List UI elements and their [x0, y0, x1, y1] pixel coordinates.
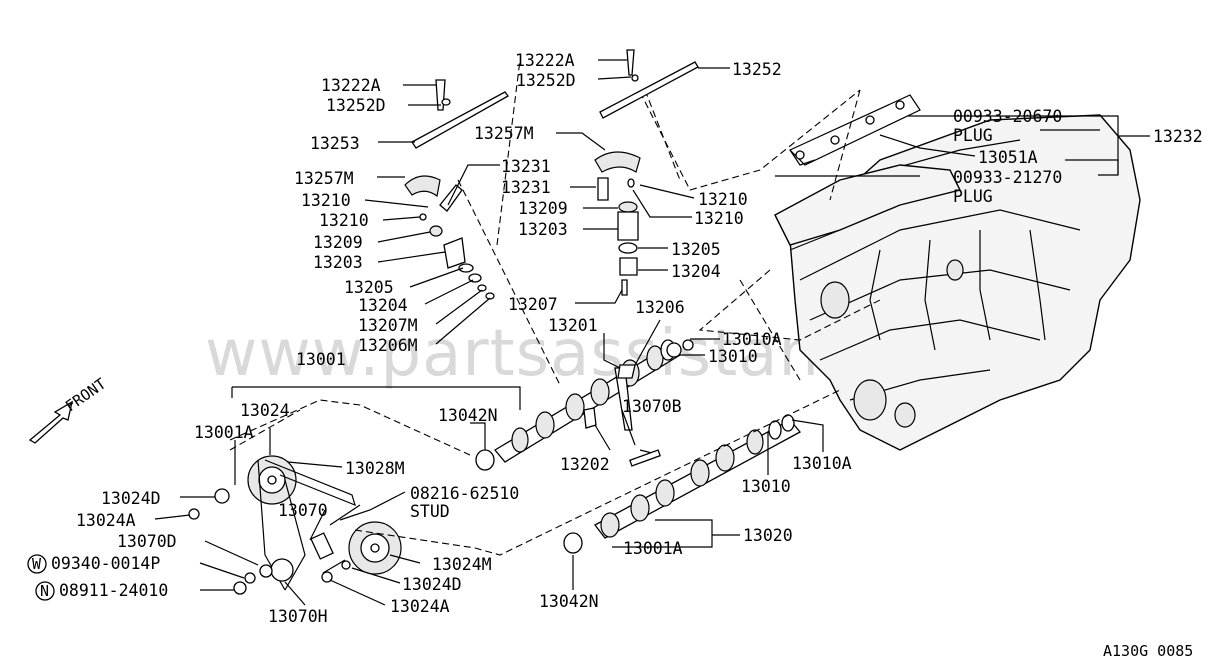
label-13210-left-a: 13210: [301, 191, 351, 210]
n-marker: N: [35, 581, 55, 601]
label-13070: 13070: [278, 501, 328, 520]
label-13028M: 13028M: [345, 459, 405, 478]
label-13024A-right: 13024A: [390, 597, 450, 616]
label-13257M-left: 13257M: [294, 169, 354, 188]
w-marker: W: [27, 554, 47, 574]
label-13231-top: 13231: [501, 157, 551, 176]
label-13024D-left: 13024D: [101, 489, 161, 508]
label-13042N-bottom: 13042N: [539, 592, 599, 611]
label-13001: 13001: [296, 350, 346, 369]
label-13010-bottom: 13010: [741, 477, 791, 496]
label-13209-left: 13209: [313, 233, 363, 252]
label-13207: 13207: [508, 295, 558, 314]
label-13070D: 13070D: [117, 532, 177, 551]
label-13070B: 13070B: [622, 397, 682, 416]
label-13010A-top: 13010A: [722, 330, 782, 349]
label-plug-1: PLUG: [953, 126, 993, 145]
label-13206M: 13206M: [358, 336, 418, 355]
label-13210-right-a: 13210: [698, 190, 748, 209]
label-13202: 13202: [560, 455, 610, 474]
label-13201: 13201: [548, 316, 598, 335]
label-13024D-right: 13024D: [402, 575, 462, 594]
label-13222A-left: 13222A: [321, 76, 381, 95]
front-label: FRONT: [62, 375, 109, 416]
label-13024: 13024: [240, 401, 290, 420]
w-marker-letter: W: [32, 555, 42, 573]
part-labels: 13222A 13252D 13253 13257M 13231 13210 1…: [27, 51, 1203, 660]
label-13020: 13020: [743, 526, 793, 545]
label-plug-2: PLUG: [953, 187, 993, 206]
label-13010-top: 13010: [708, 347, 758, 366]
label-13010A-bottom: 13010A: [792, 454, 852, 473]
label-00933-21270: 00933-21270: [953, 168, 1062, 187]
label-13207M: 13207M: [358, 316, 418, 335]
label-13252D-left: 13252D: [326, 96, 386, 115]
label-13001A-bottom: 13001A: [623, 539, 683, 558]
lower-camshaft: [563, 414, 802, 554]
label-stud: STUD: [410, 502, 450, 521]
engine-block: [774, 94, 1141, 451]
label-13051A: 13051A: [978, 148, 1038, 167]
diagram-code: A130G 0085: [1103, 642, 1193, 660]
label-13232: 13232: [1153, 127, 1203, 146]
label-08216-62510: 08216-62510: [410, 484, 519, 503]
label-13204-right: 13204: [671, 262, 721, 281]
label-13203-left: 13203: [313, 253, 363, 272]
label-13024A-left: 13024A: [76, 511, 136, 530]
label-13042N-top: 13042N: [438, 406, 498, 425]
label-13252: 13252: [732, 60, 782, 79]
label-13210-left-b: 13210: [319, 211, 369, 230]
n-marker-letter: N: [40, 582, 49, 600]
label-13222A-right: 13222A: [515, 51, 575, 70]
label-13257M-right: 13257M: [474, 124, 534, 143]
label-08911-24010: 08911-24010: [59, 581, 168, 600]
label-00933-20670: 00933-20670: [953, 107, 1062, 126]
timing-belt-assembly: [188, 455, 402, 595]
leader-lines: [154, 59, 1150, 606]
label-09340-0014P: 09340-0014P: [51, 554, 160, 573]
label-13070H: 13070H: [268, 607, 328, 626]
label-13231-right: 13231: [501, 178, 551, 197]
label-13205-right: 13205: [671, 240, 721, 259]
label-13001A-left: 13001A: [194, 423, 254, 442]
label-13203-right: 13203: [518, 220, 568, 239]
label-13206: 13206: [635, 298, 685, 317]
right-valvetrain: [583, 49, 699, 467]
label-13204-left: 13204: [358, 296, 408, 315]
label-13253: 13253: [310, 134, 360, 153]
front-arrow: FRONT: [28, 375, 109, 444]
label-13024M: 13024M: [432, 555, 492, 574]
label-13205-left: 13205: [344, 278, 394, 297]
label-13210-right-b: 13210: [694, 209, 744, 228]
left-valvetrain: [404, 79, 509, 300]
label-13252D-right: 13252D: [516, 71, 576, 90]
label-13209-right: 13209: [518, 199, 568, 218]
